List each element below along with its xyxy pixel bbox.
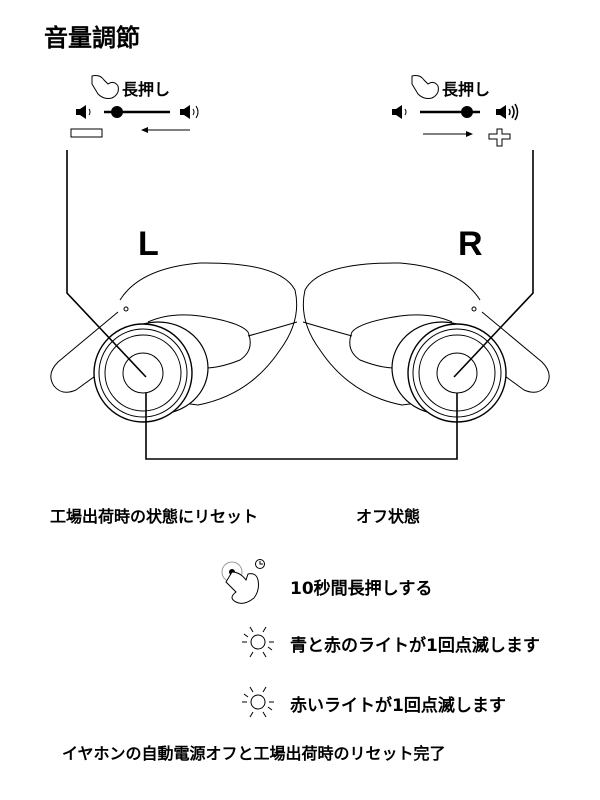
step-1-text: 10秒間長押しする <box>290 579 433 599</box>
volume-slider-knob <box>111 106 123 118</box>
arrow-left-icon <box>141 127 190 133</box>
light-icon <box>241 626 275 658</box>
page-title: 音量調節 <box>44 24 140 52</box>
reset-heading: 工場出荷時の状態にリセット <box>50 507 259 526</box>
step-3-text: 赤いライトが1回点滅します <box>290 696 506 716</box>
final-result-text: イヤホンの自動電源オフと工場出荷時のリセット完了 <box>62 744 446 763</box>
hand-press-timer-icon <box>221 559 265 604</box>
button-connector-line <box>145 393 458 460</box>
left-long-press-label: 長押し <box>122 80 171 99</box>
volume-slider-knob <box>461 106 473 118</box>
right-hand-icon <box>411 75 439 99</box>
left-earbud <box>49 149 298 423</box>
left-earbud-label: L <box>138 225 159 263</box>
speaker-high-icon <box>180 105 199 119</box>
plus-icon <box>488 128 511 147</box>
minus-icon <box>70 128 103 138</box>
speaker-high-icon <box>496 103 519 121</box>
speaker-low-icon <box>392 105 407 119</box>
off-heading: オフ状態 <box>356 507 421 526</box>
speaker-low-icon <box>76 105 91 119</box>
right-long-press-label: 長押し <box>442 80 491 99</box>
arrow-right-icon <box>423 131 473 137</box>
left-hand-icon <box>91 75 119 99</box>
step-2-text: 青と赤のライトが1回点滅します <box>290 636 540 656</box>
right-earbud-label: R <box>458 225 483 263</box>
right-earbud <box>302 149 551 423</box>
light-icon <box>241 686 275 718</box>
